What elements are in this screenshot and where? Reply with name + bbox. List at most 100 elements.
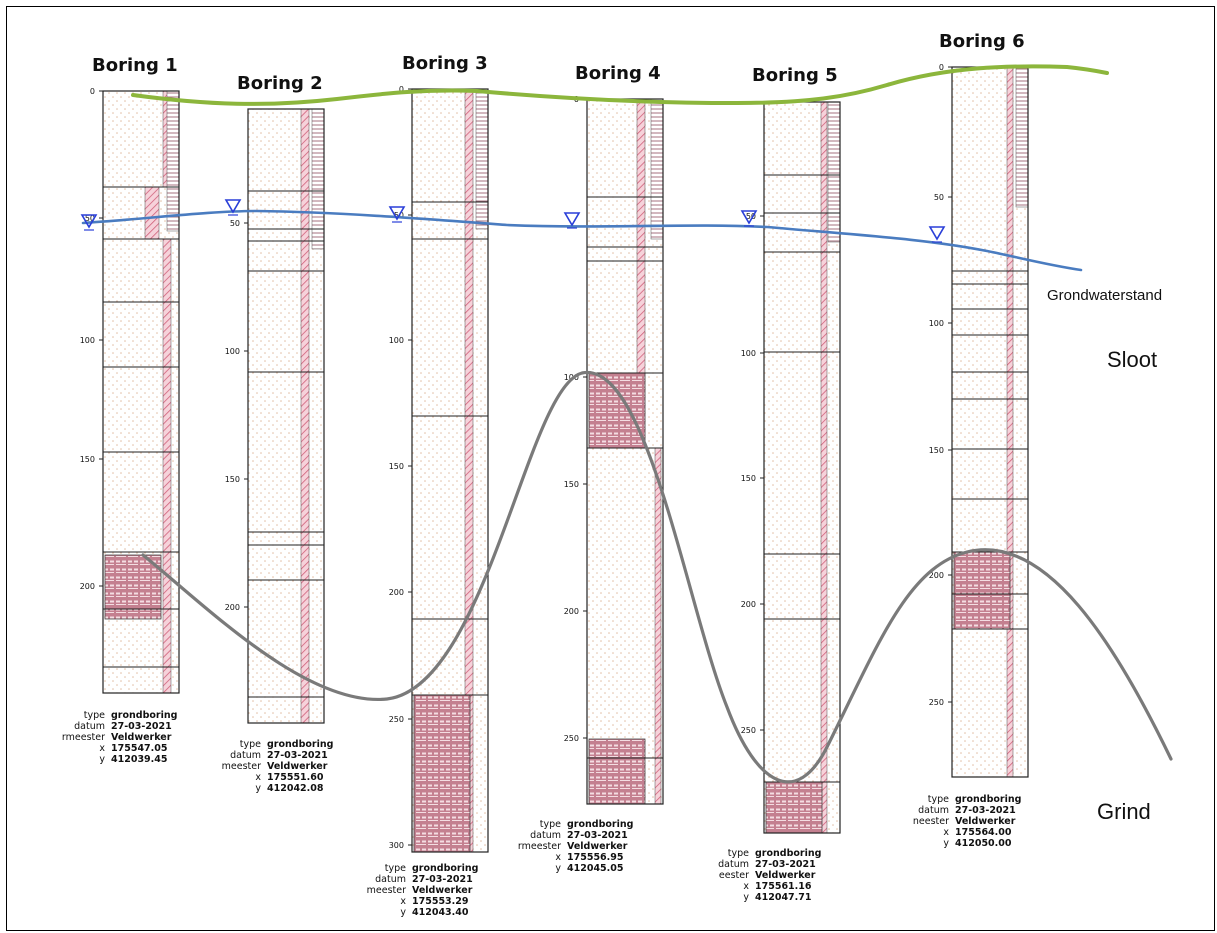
- depth-tick-label: 150: [80, 455, 95, 464]
- depth-tick-label: 0: [939, 63, 944, 72]
- boring-2-title: Boring 2: [237, 73, 323, 94]
- meta-datum-value: 27-03-2021: [111, 721, 172, 732]
- meta-y-value: 412045.05: [567, 863, 624, 874]
- depth-tick-label: 200: [564, 607, 579, 616]
- hatch-strip: [144, 186, 160, 240]
- meta-meester-label: rmeester: [517, 841, 561, 852]
- column-border: [247, 108, 325, 724]
- meta-x-value: 175564.00: [955, 827, 1012, 838]
- meta-meester-value: Veldwerker: [111, 732, 172, 743]
- meta-meester-label: eester: [718, 870, 749, 881]
- boring-4-title: Boring 4: [575, 63, 661, 84]
- depth-tick-label: 150: [225, 475, 240, 484]
- meta-x-value: 175553.29: [412, 896, 469, 907]
- meta-type-label: type: [239, 739, 261, 750]
- depth-tick-label: 300: [389, 841, 404, 850]
- meta-meester-value: Veldwerker: [567, 841, 628, 852]
- meta-x-label: x: [943, 827, 949, 838]
- meta-y-label: y: [943, 838, 949, 849]
- column-border: [102, 90, 180, 694]
- gravel-layer: [765, 781, 823, 834]
- boring-5-title: Boring 5: [752, 65, 838, 86]
- meta-meester-value: Veldwerker: [267, 761, 328, 772]
- depth-tick-label: 200: [225, 603, 240, 612]
- meta-x-value: 175556.95: [567, 852, 624, 863]
- meta-x-label: x: [743, 881, 749, 892]
- peat-strip: [475, 88, 489, 230]
- meta-y-value: 412039.45: [111, 754, 168, 765]
- hatch-strip: [1006, 66, 1014, 778]
- hatch-strip: [654, 447, 662, 805]
- peat-strip: [166, 90, 180, 232]
- depth-tick-label: 0: [399, 85, 404, 94]
- boring-6-title: Boring 6: [939, 31, 1025, 52]
- peat-strip: [650, 98, 664, 240]
- depth-tick-label: 100: [389, 336, 404, 345]
- meta-datum-label: datum: [375, 874, 406, 885]
- meta-type-label: type: [727, 848, 749, 859]
- meta-type-value: grondboring: [111, 710, 178, 721]
- groundwater-label: Grondwaterstand: [1047, 287, 1163, 304]
- meta-datum-label: datum: [530, 830, 561, 841]
- hatch-strip: [300, 108, 310, 724]
- meta-datum-value: 27-03-2021: [267, 750, 328, 761]
- depth-tick-label: 200: [80, 582, 95, 591]
- depth-tick-label: 50: [934, 193, 944, 202]
- meta-x-label: x: [255, 772, 261, 783]
- meta-y-label: y: [743, 892, 749, 903]
- meta-type-label: type: [83, 710, 105, 721]
- depth-tick-label: 0: [90, 87, 95, 96]
- gravel-layer: [413, 694, 471, 853]
- depth-tick-label: 100: [225, 347, 240, 356]
- meta-meester-label: rmeester: [61, 732, 105, 743]
- depth-tick-label: 50: [85, 214, 95, 223]
- gravel-layer: [953, 551, 1011, 630]
- boring-1-metadata: type grondboring datum 27-03-2021 rmeester…: [53, 710, 178, 765]
- meta-meester-label: meester: [366, 885, 406, 896]
- water-level-marker: [563, 212, 581, 227]
- depth-tick-label: 150: [929, 446, 944, 455]
- water-level-marker: [388, 206, 406, 221]
- meta-type-label: type: [927, 794, 949, 805]
- gravel-label: Grind: [1097, 799, 1151, 824]
- ground-surface-line: [131, 64, 1109, 106]
- meta-y-value: 412042.08: [267, 783, 324, 794]
- depth-tick-label: 250: [929, 698, 944, 707]
- depth-tick-label: 150: [741, 474, 756, 483]
- meta-x-label: x: [400, 896, 406, 907]
- meta-y-label: y: [555, 863, 561, 874]
- meta-y-label: y: [400, 907, 406, 918]
- soil-column: [763, 101, 841, 834]
- meta-meester-label: meester: [221, 761, 261, 772]
- depth-tick-label: 50: [746, 212, 756, 221]
- depth-tick-label: 250: [389, 715, 404, 724]
- meta-meester-label: neester: [912, 816, 949, 827]
- water-level-marker: [224, 199, 242, 214]
- hatch-strip: [820, 101, 828, 834]
- meta-datum-label: datum: [74, 721, 105, 732]
- meta-x-label: x: [99, 743, 105, 754]
- gravel-top-line: [141, 371, 1173, 784]
- ditch-label: Sloot: [1107, 347, 1158, 372]
- boring-3-title: Boring 3: [402, 53, 488, 74]
- depth-tick-label: 100: [80, 336, 95, 345]
- meta-datum-label: datum: [230, 750, 261, 761]
- soil-column: [586, 98, 664, 805]
- water-level-marker: [740, 210, 758, 225]
- meta-y-label: y: [99, 754, 105, 765]
- water-level-marker: [928, 226, 946, 241]
- depth-tick-label: 100: [741, 349, 756, 358]
- peat-strip: [1015, 66, 1029, 208]
- meta-datum-value: 27-03-2021: [755, 859, 816, 870]
- meta-y-label: y: [255, 783, 261, 794]
- meta-x-value: 175561.16: [755, 881, 812, 892]
- meta-x-value: 175551.60: [267, 772, 324, 783]
